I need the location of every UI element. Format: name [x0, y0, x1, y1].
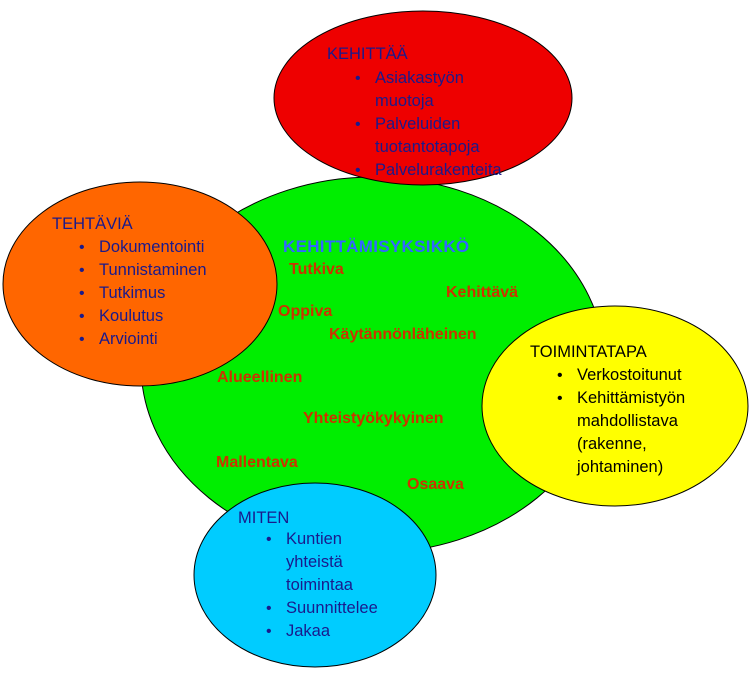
list-item-line: Suunnittelee [286, 599, 378, 617]
attribute-alueellinen: Alueellinen [217, 369, 303, 386]
list-item-line: (rakenne, [577, 435, 647, 453]
list-item-line: muotoja [375, 92, 434, 110]
list-item: Verkostoitunut [553, 364, 685, 387]
list-item: Asiakastyön muotoja [351, 67, 502, 113]
list-item: Koulutus [75, 305, 207, 328]
list-item-line: Verkostoitunut [577, 366, 682, 384]
list-item: Suunnittelee [262, 597, 378, 620]
list-item-line: mahdollistava [577, 412, 678, 430]
list-item-line: Palvelurakenteita [375, 161, 502, 179]
attribute-mallentava: Mallentava [216, 454, 298, 471]
toimintatapa-title: TOIMINTATAPA [530, 343, 647, 361]
list-item: Tutkimus [75, 282, 207, 305]
list-item-line: toimintaa [286, 576, 353, 594]
miten-list: Kuntien yhteistä toimintaa Suunnittelee Ja… [262, 528, 378, 643]
list-item-line: Kehittämistyön [577, 389, 686, 407]
miten-title: MITEN [238, 509, 290, 527]
kehittaa-list: Asiakastyön muotoja Palveluiden tuotantota… [351, 67, 502, 182]
list-item-line: Jakaa [286, 622, 331, 640]
attribute-kaytannonlaheinen: Käytännönläheinen [329, 326, 477, 343]
attribute-yhteistyokykyinen: Yhteistyökykyinen [303, 410, 444, 427]
list-item-line: Kuntien [286, 530, 342, 548]
list-item-line: johtaminen) [577, 458, 664, 476]
list-item: Dokumentointi [75, 236, 207, 259]
list-item: Palvelurakenteita [351, 159, 502, 182]
tehtavia-list: Dokumentointi Tunnistaminen Tutkimus Kou… [75, 236, 207, 351]
list-item: Palveluiden tuotantotapoja [351, 113, 502, 159]
list-item-line: Palveluiden [375, 115, 461, 133]
tehtavia-title: TEHTÄVIÄ [52, 215, 133, 233]
list-item-line: tuotantotapoja [375, 138, 480, 156]
attribute-kehittava: Kehittävä [446, 284, 519, 301]
toimintatapa-list: Verkostoitunut Kehittämistyön mahdollista… [553, 364, 685, 479]
list-item: Kehittämistyön mahdollistava (rakenne, joht… [553, 387, 685, 479]
kehittaa-title: KEHITTÄÄ [327, 45, 408, 63]
list-item: Tunnistaminen [75, 259, 207, 282]
attribute-tutkiva: Tutkiva [289, 261, 344, 278]
list-item: Arviointi [75, 328, 207, 351]
list-item: Kuntien yhteistä toimintaa [262, 528, 378, 597]
attribute-osaava: Osaava [407, 476, 464, 493]
list-item-line: Asiakastyön [375, 69, 464, 87]
attribute-oppiva: Oppiva [278, 303, 333, 320]
center-title: KEHITTÄMISYKSIKKÖ [283, 237, 470, 256]
list-item-line: yhteistä [286, 553, 343, 571]
list-item: Jakaa [262, 620, 378, 643]
